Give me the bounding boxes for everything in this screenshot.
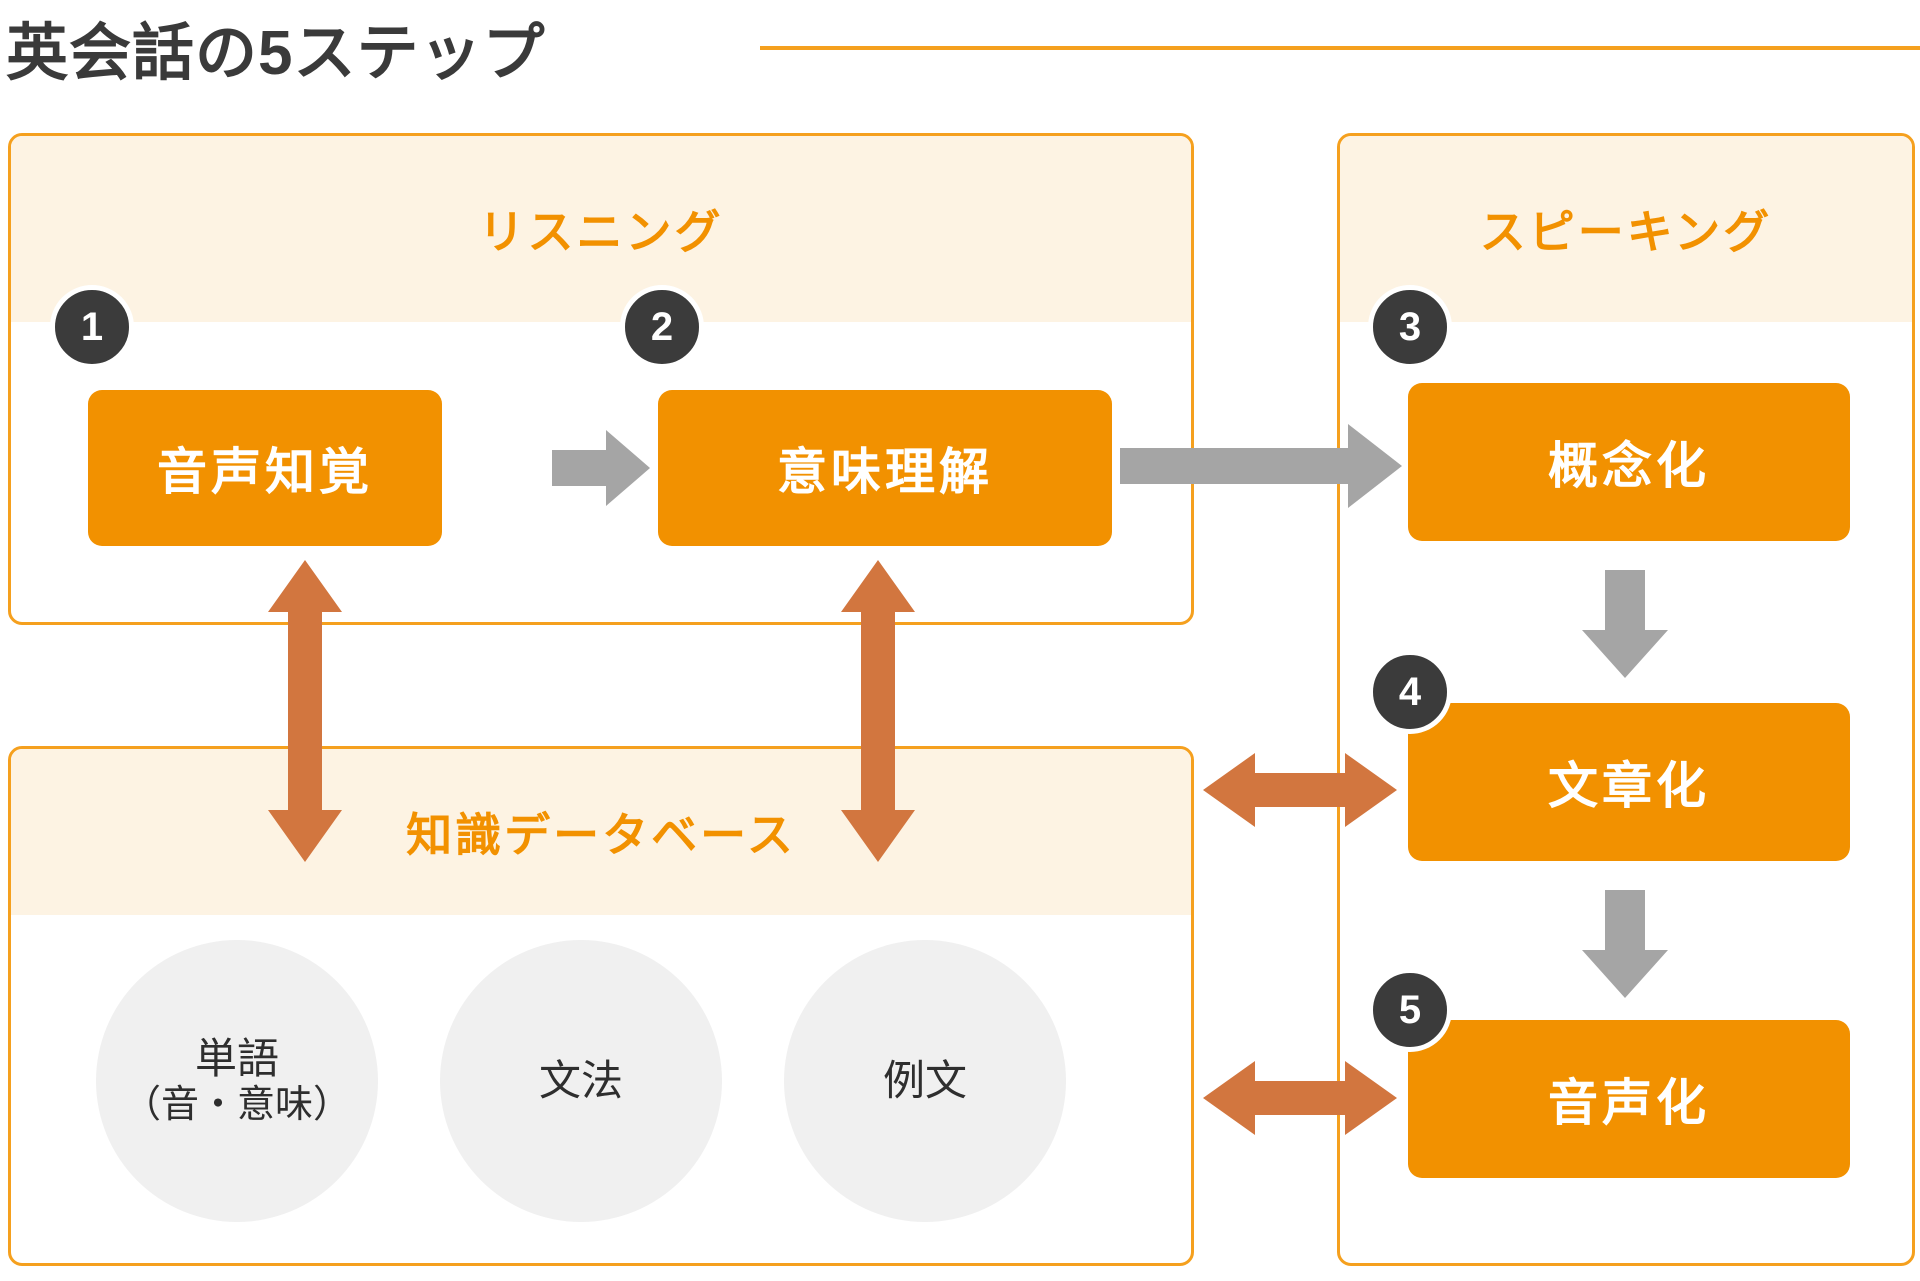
panel-listening: リスニング (8, 133, 1194, 625)
step-badge-1-number: 1 (80, 304, 104, 349)
title-row: 英会話の5ステップ (0, 0, 1920, 100)
step-box-2-label: 意味理解 (777, 444, 993, 500)
step-badge-4: 4 (1368, 650, 1452, 734)
step-box-5[interactable]: 音声化 (1408, 1020, 1850, 1178)
panel-speaking-title: スピーキング (1479, 206, 1773, 258)
step-badge-1: 1 (50, 285, 134, 369)
step-box-1[interactable]: 音声知覚 (88, 390, 442, 546)
step-box-2[interactable]: 意味理解 (658, 390, 1112, 546)
step-box-4[interactable]: 文章化 (1408, 703, 1850, 861)
panel-speaking-header: スピーキング (1340, 136, 1912, 322)
step-badge-5: 5 (1368, 968, 1452, 1052)
knowledge-item-label-primary: 例文 (882, 1057, 967, 1105)
page-title: 英会話の5ステップ (6, 19, 546, 88)
step-box-4-label: 文章化 (1548, 758, 1710, 814)
knowledge-item-circle[interactable]: 単語 （音・意味） (96, 940, 378, 1222)
step-box-3[interactable]: 概念化 (1408, 383, 1850, 541)
panel-knowledge-database-header: 知識データベース (11, 749, 1191, 915)
knowledge-item-label-primary: 文法 (538, 1057, 623, 1105)
panel-listening-header: リスニング (11, 136, 1191, 322)
title-divider-line (760, 46, 1920, 50)
knowledge-item-label-secondary: （音・意味） (122, 1084, 351, 1127)
step-badge-5-number: 5 (1398, 987, 1422, 1032)
panel-knowledge-database-title: 知識データベース (406, 809, 796, 861)
step-badge-2-number: 2 (650, 304, 674, 349)
step-badge-3-number: 3 (1398, 304, 1422, 349)
step-badge-2: 2 (620, 285, 704, 369)
knowledge-item-circle[interactable]: 文法 (440, 940, 722, 1222)
step-badge-3: 3 (1368, 285, 1452, 369)
step-box-5-label: 音声化 (1548, 1075, 1710, 1131)
knowledge-item-circle[interactable]: 例文 (784, 940, 1066, 1222)
step-box-1-label: 音声知覚 (157, 444, 373, 500)
step-box-3-label: 概念化 (1548, 438, 1710, 494)
step-badge-4-number: 4 (1398, 669, 1422, 714)
knowledge-item-label-primary: 単語 (194, 1034, 279, 1082)
panel-listening-title: リスニング (478, 206, 724, 258)
